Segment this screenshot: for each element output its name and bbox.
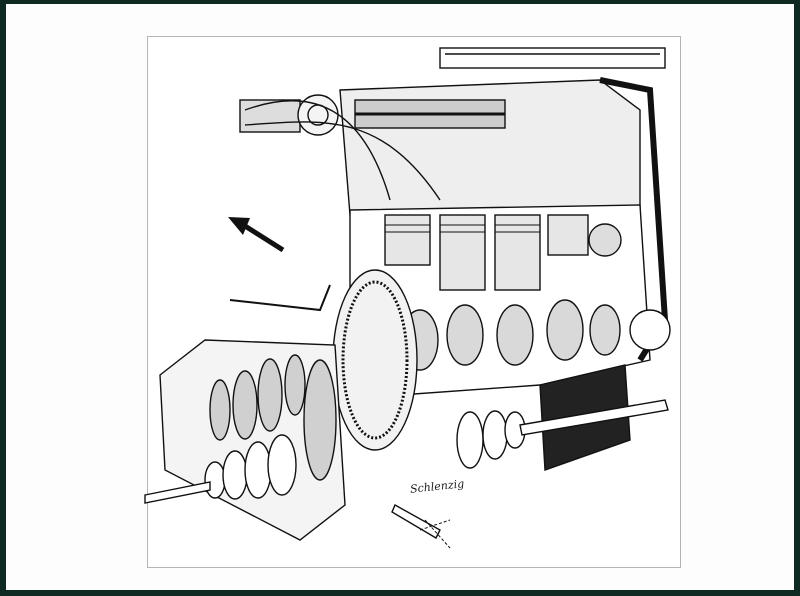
direction-arrow-icon	[228, 217, 285, 253]
